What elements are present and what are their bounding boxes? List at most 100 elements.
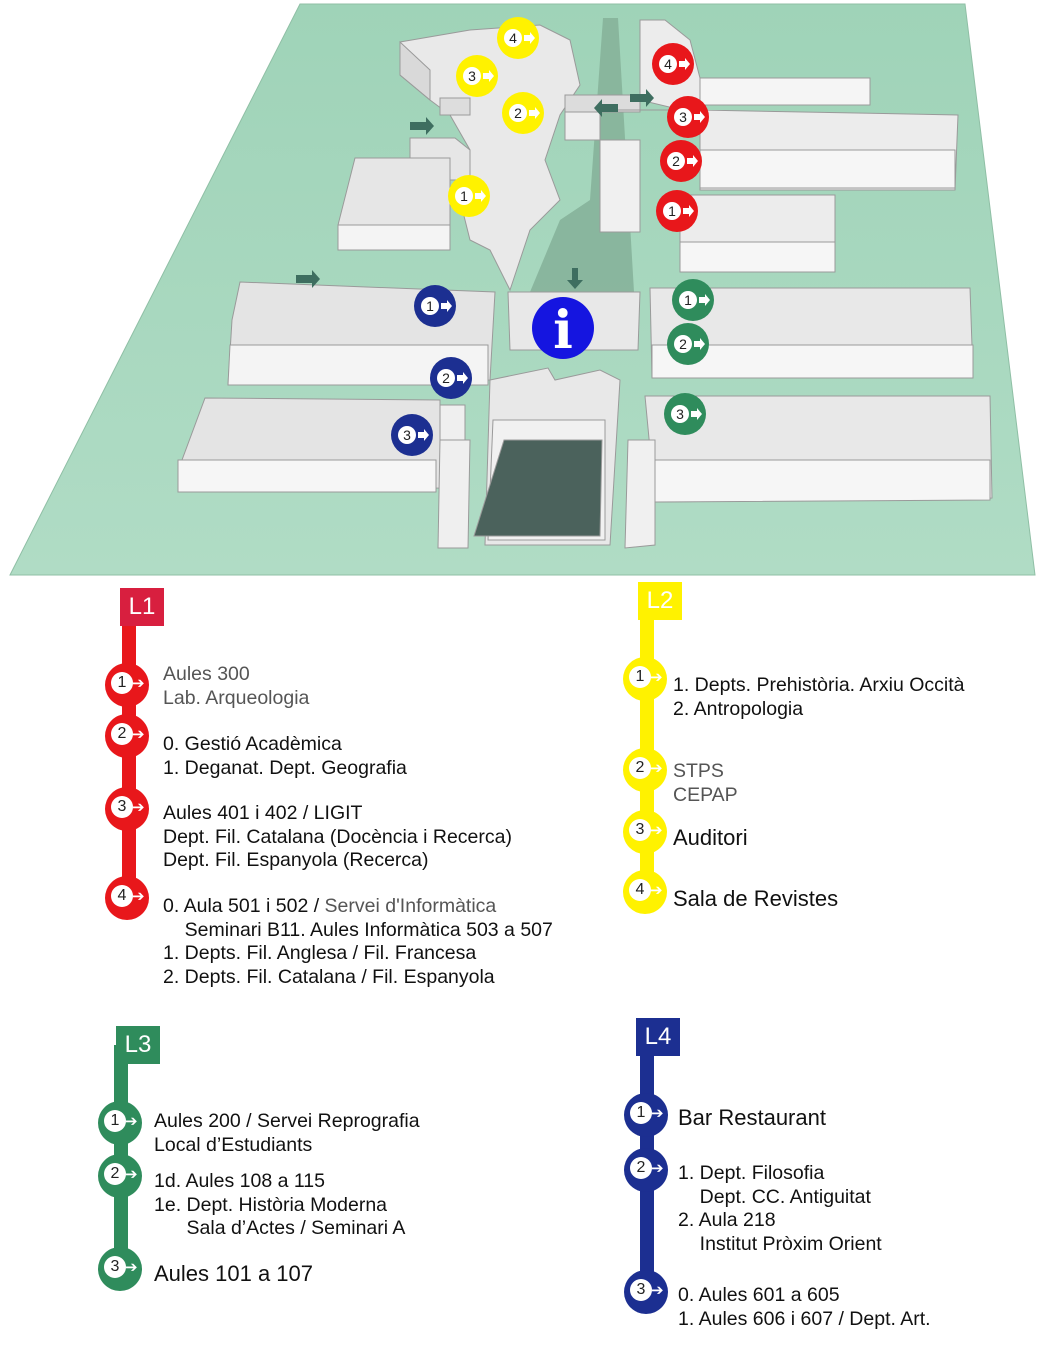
legend-stop-L4-2: 2➔: [624, 1148, 668, 1192]
map-marker-arrow-icon: [687, 155, 698, 167]
map-marker-number: 2: [679, 336, 687, 352]
stop-number: 3: [629, 819, 651, 841]
map-marker-badge: [421, 297, 439, 315]
legend-text-line: 0. Aula 501 i 502 / Servei d'Informàtica: [163, 895, 497, 917]
map-marker-badge: [437, 369, 455, 387]
legend-stop-L1-3: 3➔: [105, 787, 149, 831]
map-marker-L2-3[interactable]: 3: [456, 55, 498, 97]
legend-text-L3-3: Aules 101 a 107: [154, 1262, 313, 1286]
map-marker-L3-1[interactable]: 1: [672, 279, 714, 321]
map-marker-arrow-icon: [691, 408, 702, 420]
legend-text-line: Seminari B11. Aules Informàtica 503 a 50…: [163, 918, 553, 941]
stop-number: 3: [104, 1256, 126, 1278]
map-marker-number: 3: [679, 109, 687, 125]
map-marker-number: 4: [664, 56, 672, 72]
entrance-arrow-icon-2: [296, 270, 320, 288]
map-marker-L1-1[interactable]: 1: [656, 190, 698, 232]
legend-text-line: Lab. Arqueologia: [163, 686, 310, 709]
legend-stop-L1-1: 1➔: [105, 663, 149, 707]
stop-number: 3: [630, 1279, 652, 1301]
map-marker-L4-3[interactable]: 3: [391, 414, 433, 456]
map-marker-L2-2[interactable]: 2: [502, 92, 544, 134]
legend-text-line: 1. Deganat. Dept. Geografia: [163, 756, 407, 779]
legend-text-line: 2. Antropologia: [673, 697, 804, 720]
stop-number: 2: [111, 723, 133, 745]
legend-text-line: Aules 401 i 402 / LIGIT: [163, 802, 363, 824]
legend-text-line: 2. Aula 218: [678, 1209, 776, 1231]
stop-number: 2: [629, 757, 651, 779]
legend-text-line: 1. Dept. Filosofia: [678, 1162, 825, 1184]
map-marker-L3-2[interactable]: 2: [667, 323, 709, 365]
map-marker-number: 2: [442, 370, 450, 386]
legend-text-line: Aules 300: [163, 663, 250, 685]
map-marker-number: 3: [403, 427, 411, 443]
legend-text-line: 1. Depts. Fil. Anglesa / Fil. Francesa: [163, 942, 477, 964]
legend-text-line: Dept. Fil. Catalana (Docència i Recerca): [163, 825, 512, 848]
building-green-wing: [624, 287, 993, 549]
legend-text-line: 2. Depts. Fil. Catalana / Fil. Espanyola: [163, 965, 495, 988]
map-marker-badge: [509, 104, 527, 122]
map-marker-badge: [671, 405, 689, 423]
building-red-wing: [599, 19, 959, 273]
map-marker-L1-2[interactable]: 2: [660, 140, 702, 182]
map-marker-badge: [659, 55, 677, 73]
map-marker-L1-4[interactable]: 4: [652, 43, 694, 85]
map-marker-L4-2[interactable]: 2: [430, 357, 472, 399]
arrow-right-icon: ➔: [650, 881, 663, 899]
map-marker-L3-3[interactable]: 3: [664, 393, 706, 435]
campus-map: i 4 3 2 1 4 3 2 1 1 2 3 1 2 3: [0, 0, 1047, 580]
map-marker-badge: [667, 152, 685, 170]
map-marker-number: 3: [676, 406, 684, 422]
line-tag-L1: L1: [120, 588, 164, 626]
stop-number: 2: [104, 1163, 126, 1185]
info-marker[interactable]: i: [532, 297, 594, 361]
map-marker-arrow-icon: [694, 111, 705, 123]
stop-number: 1: [629, 666, 651, 688]
map-marker-arrow-icon: [475, 190, 486, 202]
arrow-right-icon: ➔: [125, 1258, 138, 1276]
map-marker-arrow-icon: [441, 300, 452, 312]
legend-text-line: STPS: [673, 760, 724, 782]
map-marker-arrow-icon: [683, 205, 694, 217]
legend-stop-L3-3: 3➔: [98, 1247, 142, 1291]
line-tag-L2: L2: [638, 582, 682, 620]
map-marker-number: 3: [468, 68, 476, 84]
map-marker-number: 1: [426, 298, 434, 314]
arrow-right-icon: ➔: [650, 759, 663, 777]
arrow-right-icon: ➔: [132, 798, 145, 816]
legend-text-line: Local d’Estudiants: [154, 1133, 313, 1156]
map-marker-L1-3[interactable]: 3: [667, 96, 709, 138]
entrance-arrow-icon-4: [630, 89, 654, 107]
line-tag-L3: L3: [116, 1026, 160, 1064]
stop-number: 3: [111, 796, 133, 818]
map-marker-badge: [455, 187, 473, 205]
legend-text-line: Auditori: [673, 825, 748, 850]
map-marker-L2-1[interactable]: 1: [448, 175, 490, 217]
legend-text-line: Aules 101 a 107: [154, 1261, 314, 1286]
map-marker-arrow-icon: [418, 429, 429, 441]
map-marker-L2-4[interactable]: 4: [497, 17, 539, 59]
map-marker-L4-1[interactable]: 1: [414, 285, 456, 327]
map-marker-badge: [674, 335, 692, 353]
map-marker-badge: [674, 108, 692, 126]
arrow-right-icon: ➔: [125, 1165, 138, 1183]
arrow-right-icon: ➔: [651, 1281, 664, 1299]
entrance-arrow-icon-3: [594, 99, 618, 117]
legend-text-L1-4: 0. Aula 501 i 502 / Servei d'Informàtica…: [163, 895, 553, 989]
stop-number: 4: [629, 879, 651, 901]
legend-text-line: Sala d’Actes / Seminari A: [154, 1217, 406, 1239]
entrance-arrow-icon-5: [567, 268, 583, 289]
legend-text-line: Dept. CC. Antiguitat: [678, 1185, 871, 1208]
building-left-mid: [337, 137, 471, 251]
legend-stop-L2-3: 3➔: [623, 810, 667, 854]
legend-text-line: 1d. Aules 108 a 115: [154, 1170, 325, 1192]
map-marker-number: 1: [460, 188, 468, 204]
map-marker-badge: [663, 202, 681, 220]
map-marker-number: 4: [509, 30, 517, 46]
legend-stop-L2-1: 1➔: [623, 657, 667, 701]
